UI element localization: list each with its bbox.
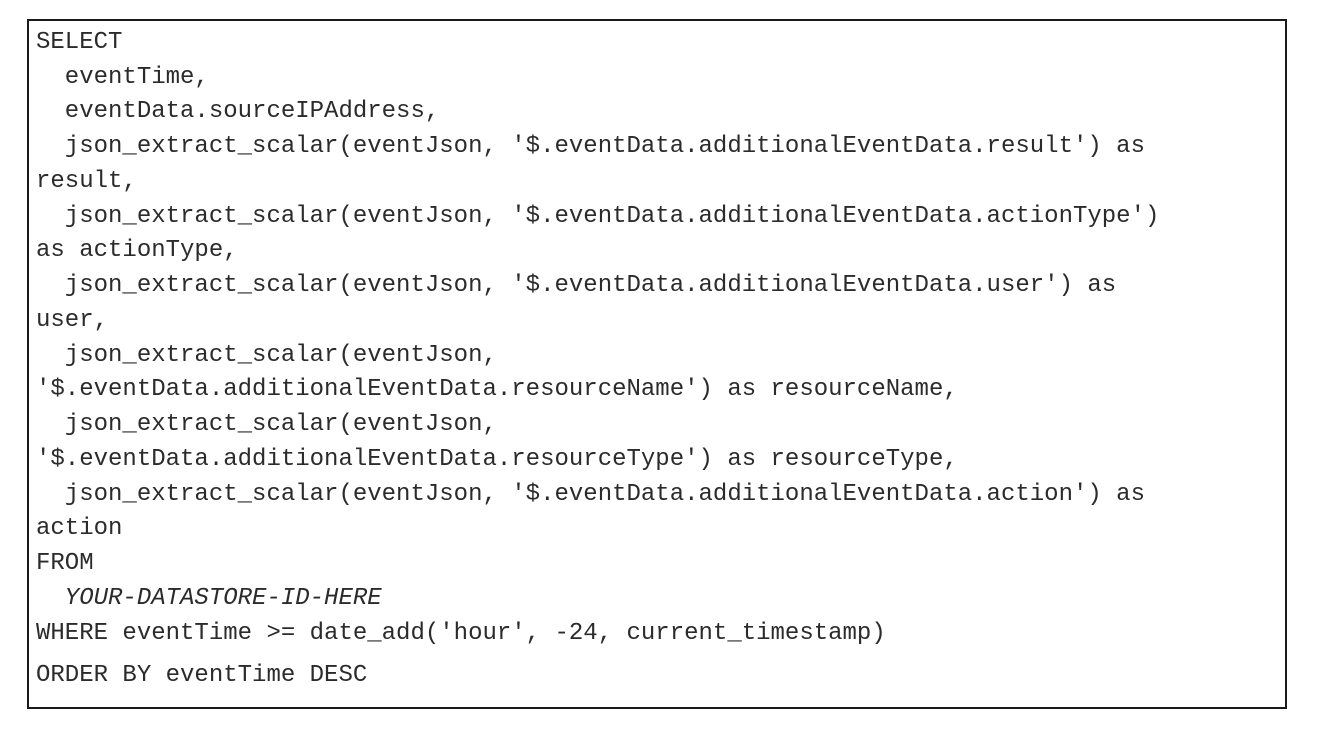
code-line: eventTime,	[36, 64, 209, 91]
code-line: '$.eventData.additionalEventData.resourc…	[36, 446, 958, 473]
code-line: json_extract_scalar(eventJson,	[36, 342, 497, 369]
code-line: user,	[36, 307, 109, 334]
datastore-placeholder: YOUR-DATASTORE-ID-HERE	[36, 585, 382, 612]
code-line: json_extract_scalar(eventJson,	[36, 411, 497, 438]
code-line: json_extract_scalar(eventJson, '$.eventD…	[36, 272, 1117, 299]
code-line: '$.eventData.additionalEventData.resourc…	[36, 376, 958, 403]
code-line: json_extract_scalar(eventJson, '$.eventD…	[36, 481, 1145, 508]
code-line: ORDER BY eventTime DESC	[36, 662, 368, 689]
code-line: FROM	[36, 550, 94, 577]
code-line: action	[36, 515, 123, 542]
code-line: WHERE eventTime >= date_add('hour', -24,…	[36, 620, 886, 647]
code-block: SELECT eventTime, eventData.sourceIPAddr…	[27, 19, 1287, 709]
code-line: json_extract_scalar(eventJson, '$.eventD…	[36, 133, 1145, 160]
code-line: result,	[36, 168, 137, 195]
code-line: SELECT	[36, 29, 123, 56]
code-line: as actionType,	[36, 237, 238, 264]
code-line: eventData.sourceIPAddress,	[36, 98, 440, 125]
code-line: json_extract_scalar(eventJson, '$.eventD…	[36, 203, 1160, 230]
